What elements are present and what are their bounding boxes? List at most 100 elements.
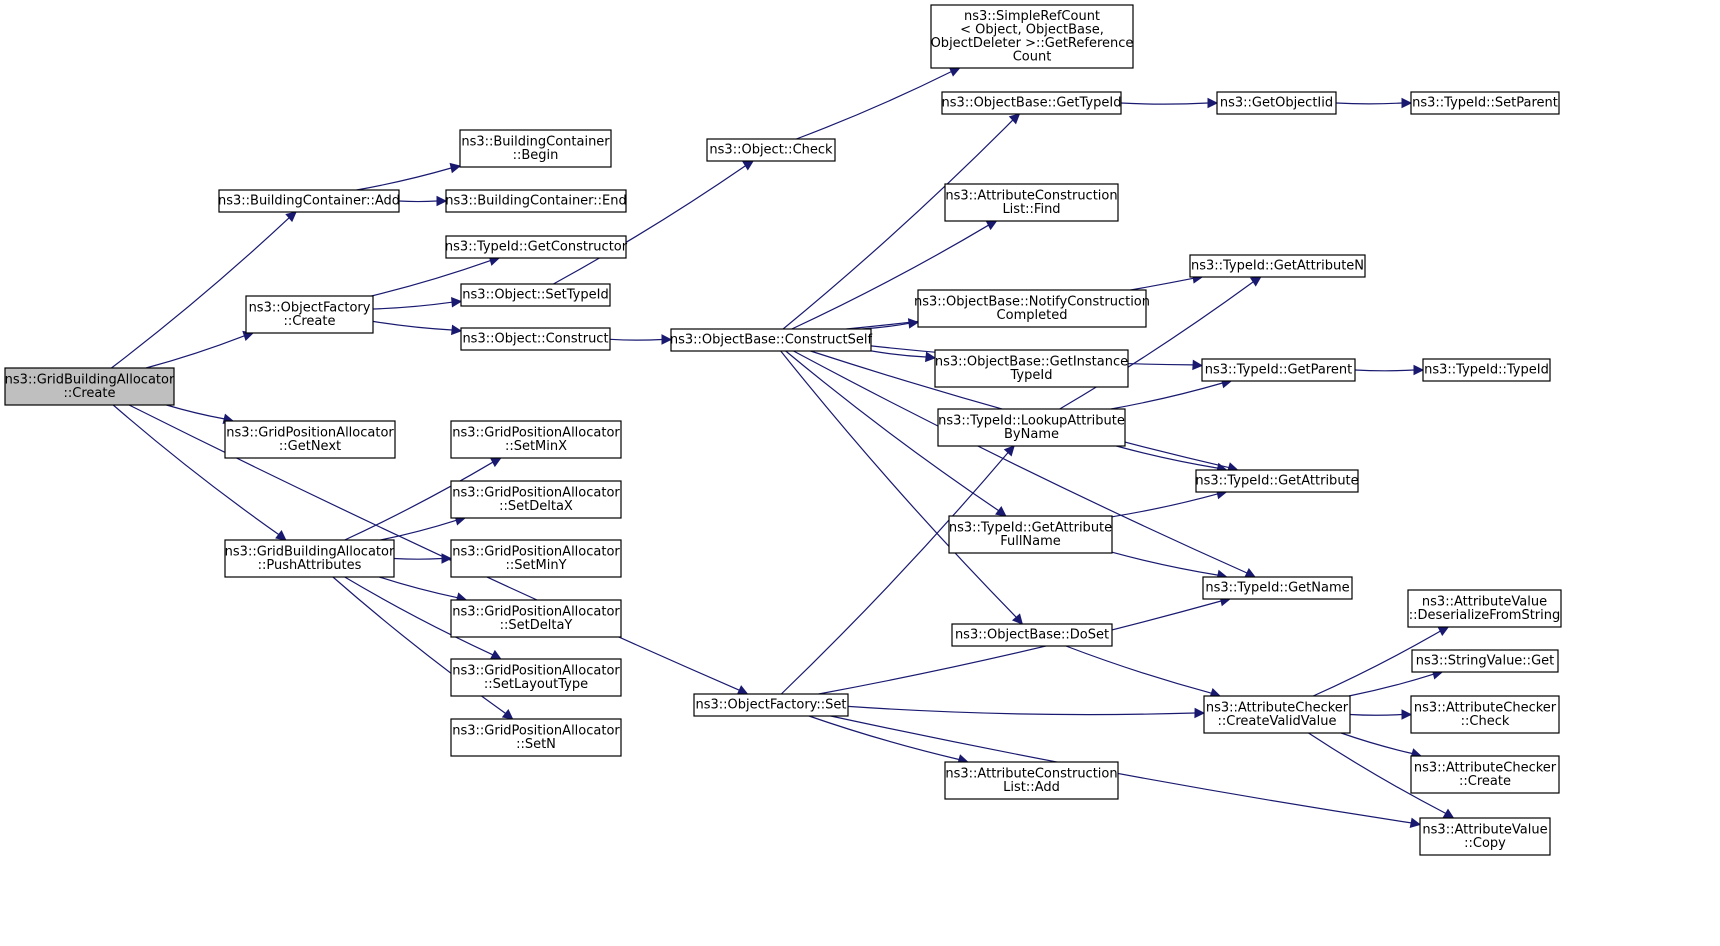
node-label: ns3::AttributeConstruction <box>945 188 1117 203</box>
edge-line <box>112 404 280 535</box>
node-box <box>1195 469 1359 493</box>
node-label: ns3::AttributeValue <box>1422 594 1547 609</box>
edge-line <box>793 350 1248 574</box>
node-label: ::DeserializeFromString <box>1409 608 1561 623</box>
node-box <box>224 539 395 578</box>
node-ob_constructself[interactable]: ns3::ObjectBase::ConstructSelf <box>670 328 873 352</box>
node-box <box>937 408 1126 447</box>
node-ac_create[interactable]: ns3::AttributeChecker::Create <box>1410 755 1560 794</box>
edge-line <box>344 461 494 541</box>
arrowhead-icon <box>985 220 998 231</box>
arrowhead-icon <box>451 324 463 336</box>
node-label: ::SetMinX <box>505 439 567 454</box>
node-gpa_setminy[interactable]: ns3::GridPositionAllocator::SetMinY <box>450 539 622 578</box>
node-label: ns3::ObjectBase::GetInstance <box>935 354 1128 369</box>
node-box <box>450 658 622 697</box>
node-box <box>4 367 175 406</box>
arrowhead-icon <box>1401 709 1413 720</box>
node-obj_construct[interactable]: ns3::Object::Construct <box>460 327 611 351</box>
node-gba_push[interactable]: ns3::GridBuildingAllocator::PushAttribut… <box>224 539 395 578</box>
node-av_deserialize[interactable]: ns3::AttributeValue::DeserializeFromStri… <box>1407 589 1562 628</box>
node-gpa_getnext[interactable]: ns3::GridPositionAllocator::GetNext <box>224 420 396 459</box>
node-bc_begin[interactable]: ns3::BuildingContainer::Begin <box>459 129 612 168</box>
edge-tid_lookup-to-tid_getparent <box>1110 378 1233 410</box>
node-box <box>1407 589 1562 628</box>
node-box <box>1216 91 1337 115</box>
edge-line <box>847 705 1196 716</box>
edge-line <box>344 576 494 656</box>
edge-line <box>1340 732 1413 755</box>
arrowhead-icon <box>285 211 297 223</box>
node-gpa_setlayout[interactable]: ns3::GridPositionAllocator::SetLayoutTyp… <box>450 658 622 697</box>
edge-line <box>1059 281 1254 410</box>
node-label: ::SetLayoutType <box>484 677 588 692</box>
node-label: ns3::TypeId::GetConstructor <box>445 240 628 255</box>
edge-root-to-of_create <box>145 330 255 369</box>
edge-gba_push-to-gpa_setdeltay <box>379 576 468 603</box>
node-tid_getattributen[interactable]: ns3::TypeId::GetAttributeN <box>1189 254 1366 278</box>
node-src_getref[interactable]: ns3::SimpleRefCount< Object, ObjectBase,… <box>930 4 1134 69</box>
node-tid_getparent[interactable]: ns3::TypeId::GetParent <box>1201 358 1356 382</box>
node-box <box>1410 91 1560 115</box>
edge-of_create-to-obj_settypeid <box>372 296 463 310</box>
node-box <box>1422 358 1551 382</box>
node-label: < Object, ObjectBase, <box>960 22 1104 37</box>
node-sv_get[interactable]: ns3::StringValue::Get <box>1411 649 1559 673</box>
edge-line <box>1111 551 1218 576</box>
node-label: ns3::TypeId::GetAttribute <box>1195 474 1358 489</box>
node-obj_check[interactable]: ns3::Object::Check <box>706 138 836 162</box>
node-box <box>941 91 1122 115</box>
edge-line <box>808 715 960 761</box>
node-av_copy[interactable]: ns3::AttributeValue::Copy <box>1419 817 1551 856</box>
edge-line <box>1348 673 1434 697</box>
node-tid_getname[interactable]: ns3::TypeId::GetName <box>1202 576 1353 600</box>
arrowhead-icon <box>449 162 462 174</box>
node-ob_doset[interactable]: ns3::ObjectBase::DoSet <box>951 623 1113 647</box>
arrowhead-icon <box>1008 113 1021 125</box>
edge-line <box>1308 732 1446 814</box>
node-gpa_setdeltax[interactable]: ns3::GridPositionAllocator::SetDeltaX <box>450 480 622 519</box>
node-getobjectiid[interactable]: ns3::GetObjectIid <box>1216 91 1337 115</box>
node-ob_gettypeid[interactable]: ns3::ObjectBase::GetTypeId <box>941 91 1122 115</box>
node-box <box>917 289 1147 328</box>
node-bc_add[interactable]: ns3::BuildingContainer::Add <box>218 189 400 213</box>
node-label: ::SetDeltaX <box>499 499 573 514</box>
edge-line <box>870 350 927 358</box>
node-ac_check[interactable]: ns3::AttributeChecker::Check <box>1410 695 1560 734</box>
edge-line <box>780 452 1009 695</box>
node-box <box>459 129 612 168</box>
node-tid_getattribute[interactable]: ns3::TypeId::GetAttribute <box>1195 469 1359 493</box>
node-label: List::Find <box>1002 202 1060 217</box>
node-tid_setparent[interactable]: ns3::TypeId::SetParent <box>1410 91 1560 115</box>
node-of_create[interactable]: ns3::ObjectFactory::Create <box>245 295 374 334</box>
edge-obj_check-to-src_getref <box>796 66 961 140</box>
node-label: ns3::Object::Check <box>709 143 833 158</box>
node-bc_end[interactable]: ns3::BuildingContainer::End <box>445 189 627 213</box>
node-obj_settypeid[interactable]: ns3::Object::SetTypeId <box>460 283 611 307</box>
node-ac_createvalid[interactable]: ns3::AttributeChecker::CreateValidValue <box>1203 695 1351 734</box>
node-label: ns3::BuildingContainer::End <box>445 194 627 209</box>
node-label: ns3::AttributeChecker <box>1206 700 1349 715</box>
node-box <box>1201 358 1356 382</box>
edge-line <box>785 350 999 512</box>
node-gpa_setn[interactable]: ns3::GridPositionAllocator::SetN <box>450 718 622 757</box>
node-gpa_setminx[interactable]: ns3::GridPositionAllocator::SetMinX <box>450 420 622 459</box>
edge-line <box>1120 102 1209 105</box>
edge-root-to-bc_add <box>111 211 297 369</box>
edge-of_create-to-obj_construct <box>372 320 463 336</box>
node-gpa_setdeltay[interactable]: ns3::GridPositionAllocator::SetDeltaY <box>450 599 622 638</box>
node-tid_typeid[interactable]: ns3::TypeId::TypeId <box>1422 358 1551 382</box>
node-of_set[interactable]: ns3::ObjectFactory::Set <box>693 693 849 717</box>
edge-ob_constructself-to-ob_getinstance <box>870 350 937 363</box>
node-label: ns3::GridPositionAllocator <box>452 485 620 500</box>
node-ob_notify[interactable]: ns3::ObjectBase::NotifyConstructionCompl… <box>914 289 1150 328</box>
node-root[interactable]: ns3::GridBuildingAllocator::Create <box>4 367 175 406</box>
node-tid_getconstructor[interactable]: ns3::TypeId::GetConstructor <box>445 235 628 259</box>
node-label: ns3::TypeId::TypeId <box>1424 363 1549 378</box>
